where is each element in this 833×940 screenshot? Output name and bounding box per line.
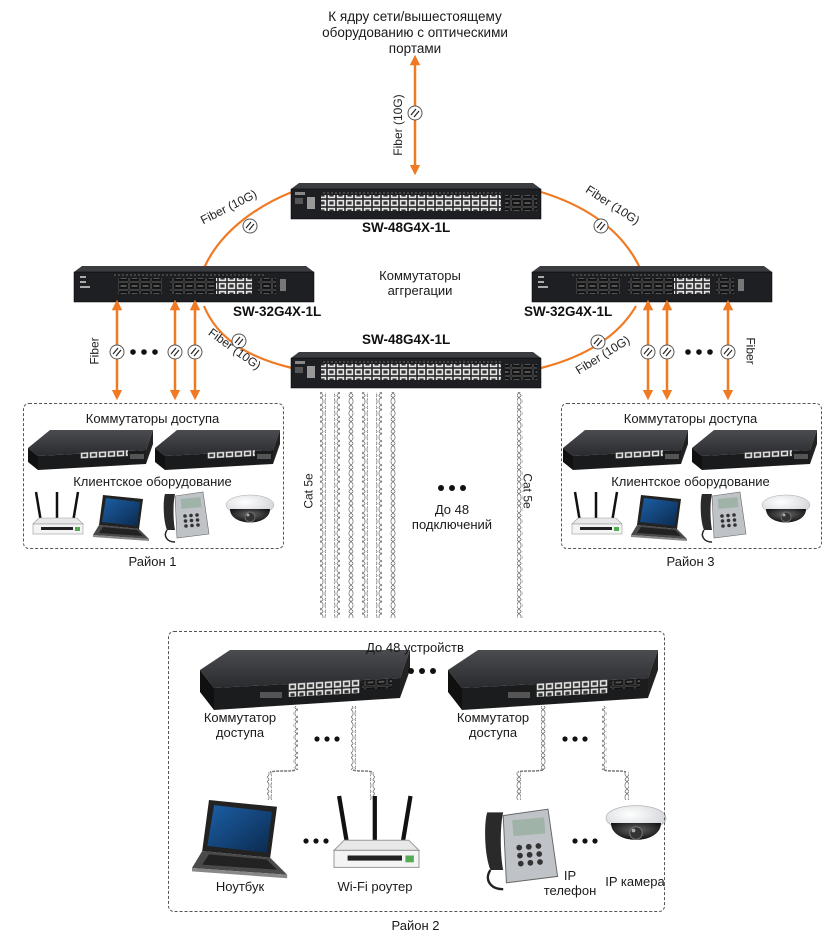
right-switch-model: SW-32G4X-1L [524, 304, 613, 319]
left-switch-model: SW-32G4X-1L [233, 304, 322, 319]
laptop-label: Ноутбук [215, 879, 265, 894]
district2-name: Район 2 [391, 918, 440, 933]
fiber-symbol-icon [720, 344, 736, 360]
district3-box [561, 403, 822, 549]
fiber-symbol-icon [593, 218, 609, 234]
fiber-symbol-icon [659, 344, 675, 360]
aggregation-label: Коммутаторы аггрегации [379, 268, 461, 298]
district3-fiber-label: Fiber [743, 337, 758, 365]
cat5e-label-left: Cat 5e [301, 473, 316, 509]
fiber-symbol-icon [242, 218, 258, 234]
district1-clients-label: Клиентское оборудование [73, 474, 232, 489]
fiber-symbol-icon [109, 344, 125, 360]
switch-left-sw32 [73, 265, 315, 303]
fiber-symbol-icon [187, 344, 203, 360]
ellipsis-dots [408, 668, 436, 674]
core-uplink-label: К ядру сети/вышестоящему оборудованию с … [322, 9, 508, 56]
phone-label: IP телефон [543, 868, 597, 898]
fiber-link-top-right [540, 190, 641, 269]
fiber-symbol-icon [640, 344, 656, 360]
drop-cables [267, 706, 629, 800]
district3-clients-label: Клиентское оборудование [611, 474, 770, 489]
district1-switches-label: Коммутаторы доступа [85, 411, 220, 426]
cat5e-label-right: Cat 5e [520, 473, 535, 509]
copper-cables [320, 392, 523, 618]
ellipsis-dots [685, 349, 713, 355]
bottom-switch-model: SW-48G4X-1L [362, 332, 451, 347]
district3-name: Район 3 [666, 554, 715, 569]
ellipsis-dots [303, 736, 598, 844]
district1-fiber-label: Fiber [87, 337, 102, 365]
fiber-symbol-icon [407, 105, 423, 121]
fiber-link-top-left [202, 190, 293, 269]
district3-switches-label: Коммутаторы доступа [623, 411, 758, 426]
connections-count-label: До 48 подключений [411, 502, 493, 532]
access-switch-label-left: Коммутатор доступа [203, 710, 277, 740]
fiber-symbol-icon [167, 344, 183, 360]
ellipsis-dots [130, 349, 158, 355]
switch-right-sw32 [531, 265, 773, 303]
district2-devices-count: До 48 устройств [366, 640, 464, 655]
ellipsis-dots [438, 485, 466, 491]
camera-label: IP камера [605, 874, 665, 889]
district1-name: Район 1 [128, 554, 177, 569]
switch-top-sw48 [290, 182, 542, 220]
district2-box [168, 631, 665, 912]
district1-box [23, 403, 284, 549]
uplink-fiber-label: Fiber (10G) [391, 94, 405, 156]
router-label: Wi-Fi роутер [337, 879, 413, 894]
switch-bottom-sw48 [290, 351, 542, 389]
access-switch-label-right: Коммутатор доступа [456, 710, 530, 740]
top-switch-model: SW-48G4X-1L [362, 220, 451, 235]
